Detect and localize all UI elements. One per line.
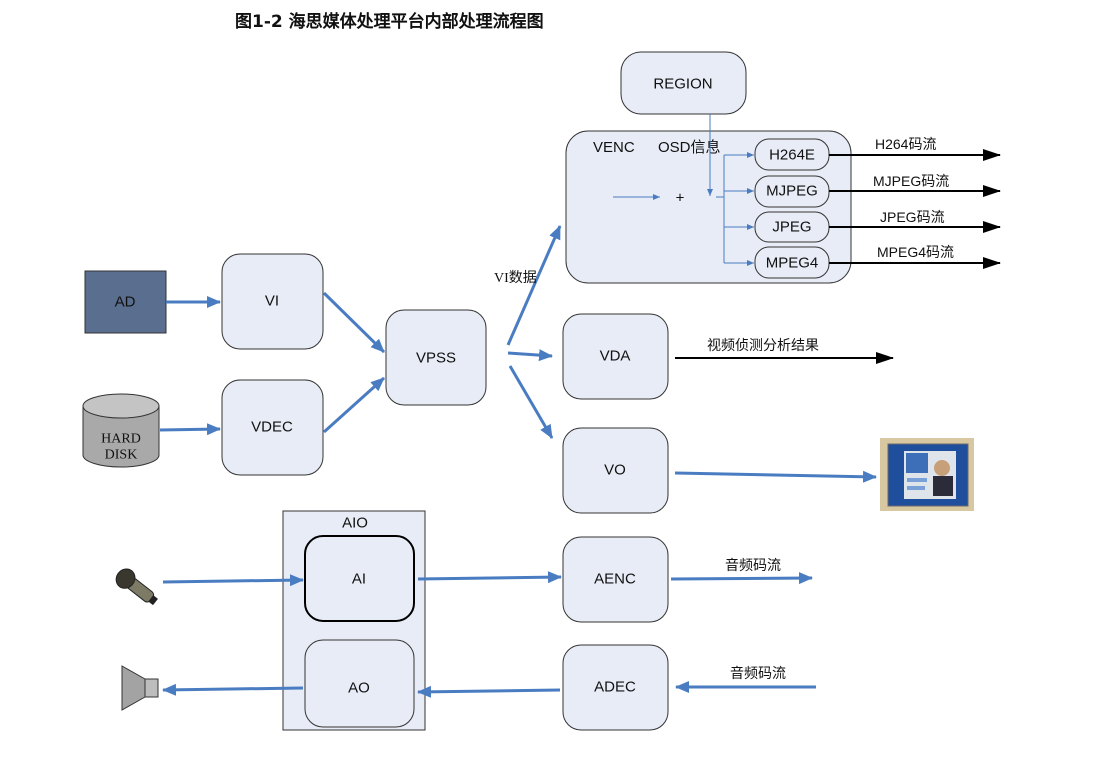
vda-node: VDA: [562, 313, 669, 400]
venc-label: VENC: [593, 139, 635, 156]
vo-label: VO: [604, 462, 626, 479]
plus-sign: +: [676, 190, 685, 207]
ai-node: AI: [304, 535, 415, 622]
h264-stream-label: H264码流: [875, 136, 936, 152]
vdec-node: VDEC: [221, 379, 324, 476]
jpeg-label: JPEG: [772, 219, 811, 236]
region-label: REGION: [653, 76, 712, 93]
vdec-to-vpss-arrow: [322, 376, 386, 434]
aenc-output-arrow: [670, 572, 813, 585]
microphone-icon: [115, 568, 158, 606]
mic-to-ai-arrow: [162, 574, 304, 587]
ao-to-speaker-arrow: [162, 683, 304, 696]
vi-label: VI: [265, 293, 279, 310]
aio-label: AIO: [342, 515, 368, 532]
mjpeg-stream-label: MJPEG码流: [873, 173, 949, 189]
h264e-node: H264E: [754, 138, 830, 171]
audio-stream-out-label: 音频码流: [725, 557, 781, 573]
mjpeg-label: MJPEG: [766, 183, 818, 200]
vpss-to-vda-arrow: [507, 349, 553, 362]
aenc-node: AENC: [562, 536, 669, 623]
vi-to-vpss-arrow: [322, 291, 386, 354]
vpss-to-vo-arrow: [508, 365, 554, 439]
vo-node: VO: [562, 427, 669, 514]
jpeg-node: JPEG: [754, 211, 830, 243]
ai-label: AI: [352, 571, 366, 588]
hard-disk-icon: HARD DISK: [82, 393, 160, 468]
osd-label: OSD信息: [658, 139, 721, 156]
adec-label: ADEC: [594, 679, 636, 696]
jpeg-stream-label: JPEG码流: [880, 209, 945, 225]
disk-to-vdec-arrow: [159, 423, 221, 436]
monitor-image: [880, 438, 974, 511]
vpss-label: VPSS: [416, 350, 456, 367]
adec-node: ADEC: [562, 644, 669, 731]
audio-stream-in-label: 音频码流: [730, 665, 786, 681]
hard-disk-label-line2: DISK: [105, 448, 138, 463]
mjpeg-node: MJPEG: [754, 175, 830, 208]
adec-to-ao-arrow: [417, 685, 561, 698]
ad-node: AD: [84, 270, 167, 334]
mpeg4-label: MPEG4: [766, 255, 819, 272]
page-title: 图1-2 海思媒体处理平台内部处理流程图: [235, 11, 544, 32]
vdec-label: VDEC: [251, 419, 293, 436]
h264e-label: H264E: [769, 147, 815, 164]
vo-to-monitor-arrow: [674, 470, 877, 483]
mpeg4-stream-label: MPEG4码流: [877, 244, 954, 260]
hard-disk-label-line1: HARD: [101, 432, 141, 447]
ai-to-aenc-arrow: [417, 571, 562, 584]
vda-label: VDA: [600, 348, 631, 365]
ao-label: AO: [348, 680, 370, 697]
vda-result-label: 视频侦测分析结果: [707, 337, 819, 353]
vi-data-label: VI数据: [494, 270, 537, 286]
aenc-label: AENC: [594, 571, 636, 588]
ao-node: AO: [304, 639, 415, 728]
ad-label: AD: [115, 294, 136, 311]
mpeg4-node: MPEG4: [754, 246, 830, 279]
vpss-to-venc-arrow: [506, 225, 562, 346]
speaker-icon: [121, 665, 159, 711]
region-node: REGION: [620, 51, 747, 115]
vi-node: VI: [221, 253, 324, 350]
vpss-node: VPSS: [385, 309, 487, 406]
